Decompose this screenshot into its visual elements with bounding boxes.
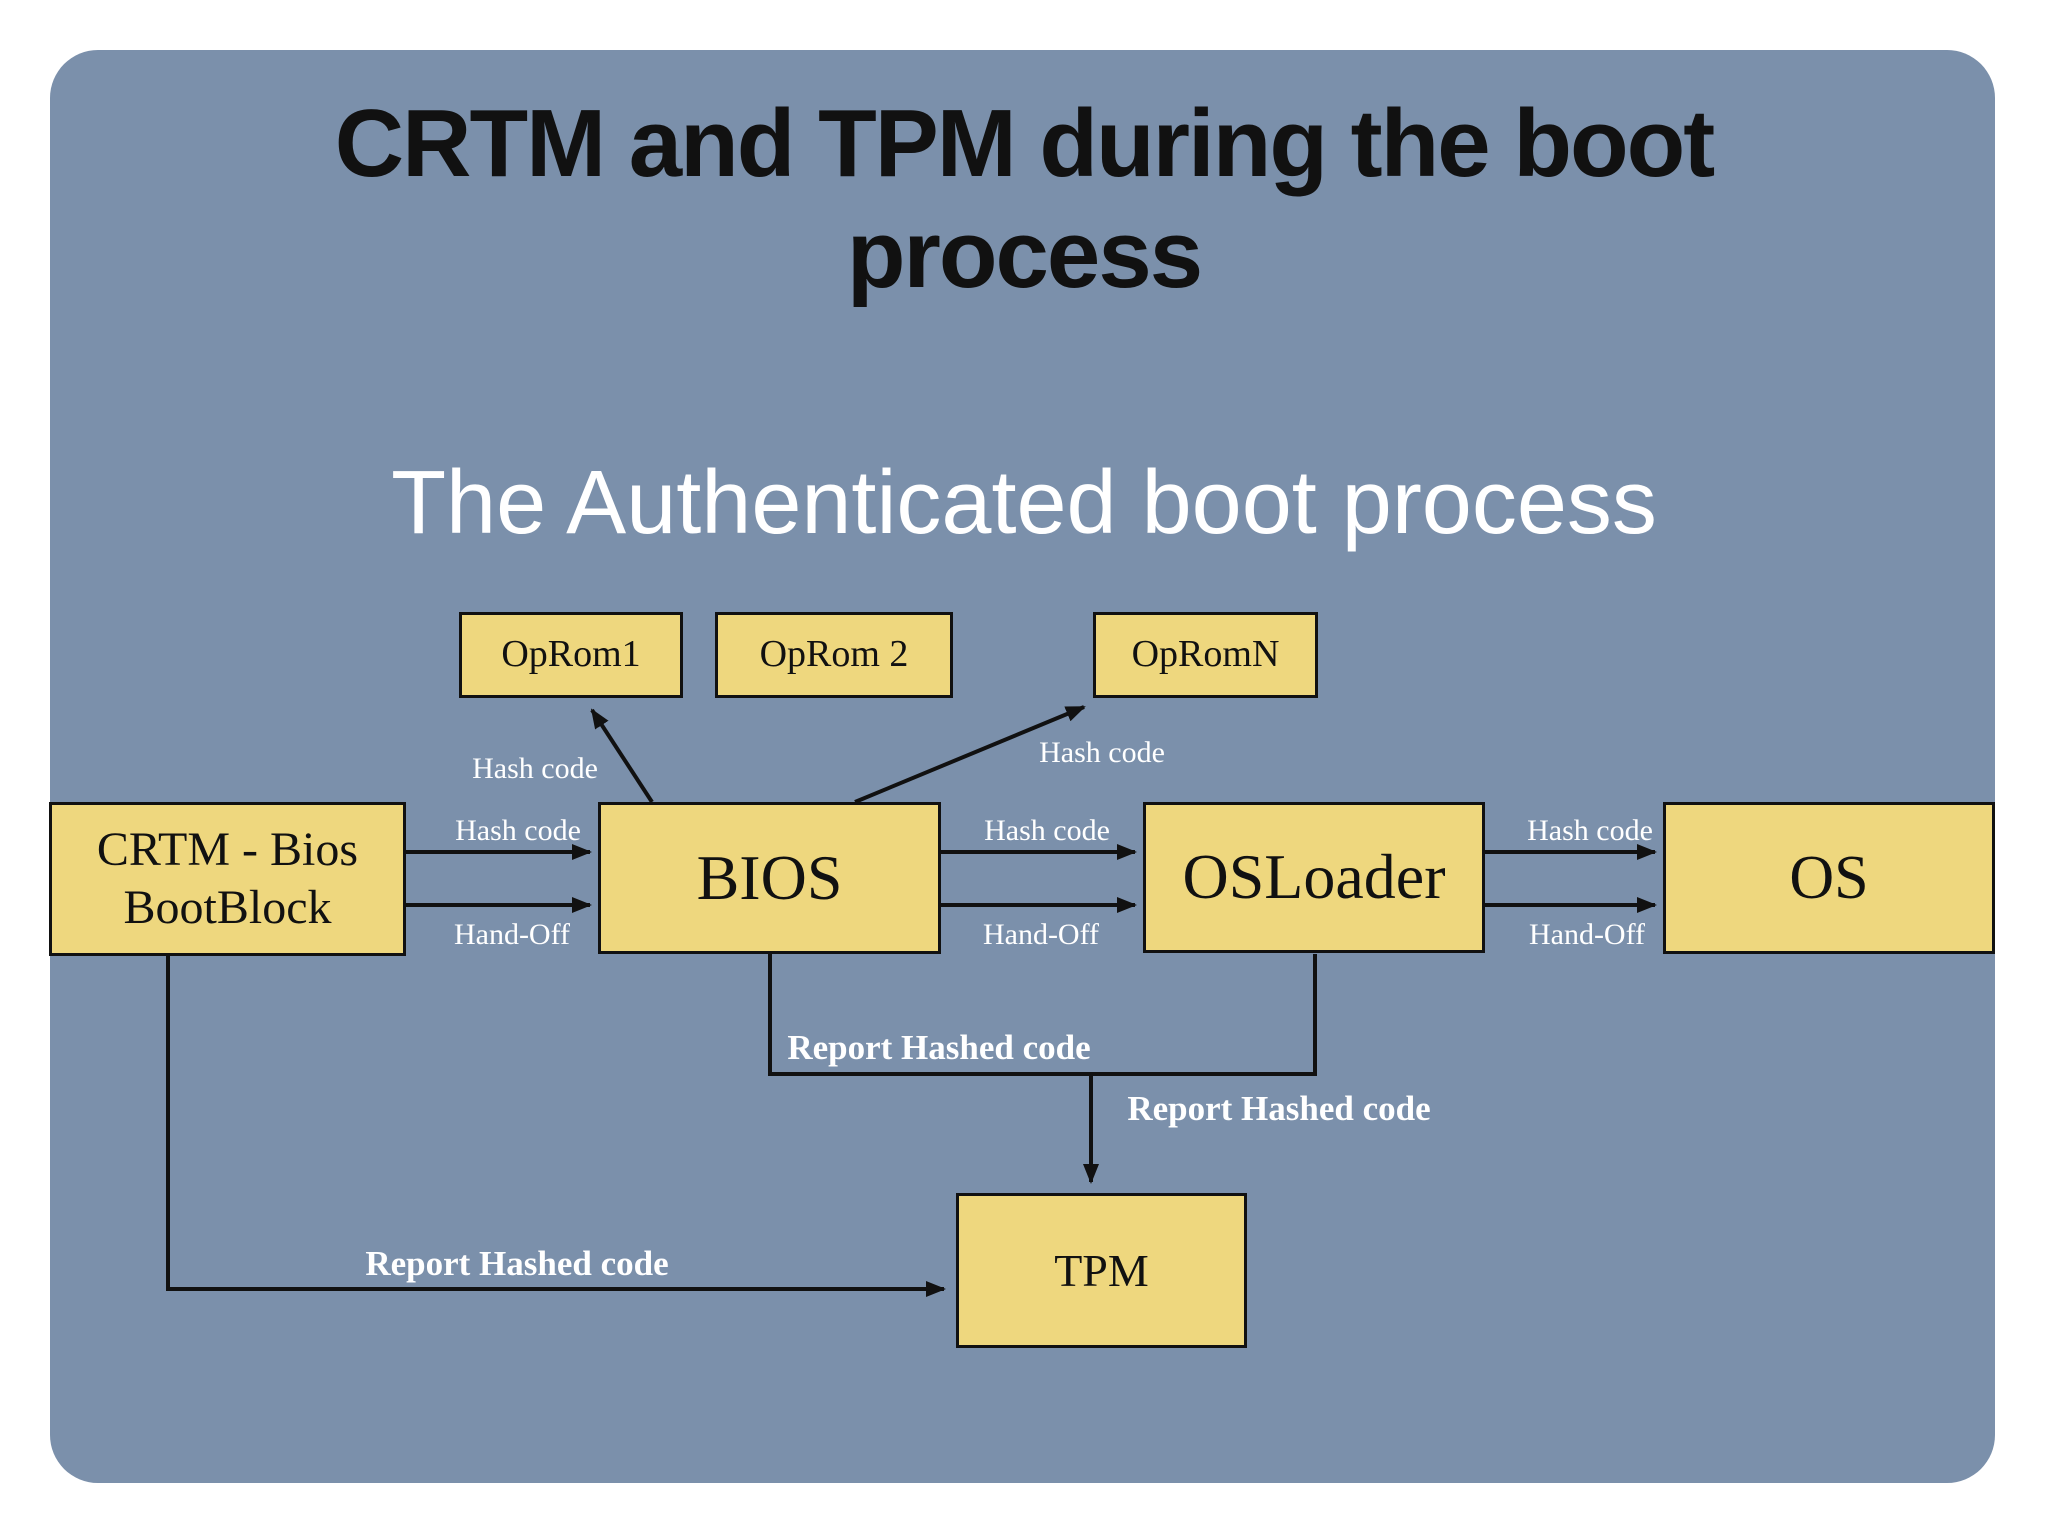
node-opromn: OpRomN xyxy=(1093,612,1318,698)
edge-label-handoff-bios-osloader: Hand-Off xyxy=(982,918,1100,951)
edge-label-hash-bios-oprom1: Hash code xyxy=(472,752,598,785)
slide-title-line1: CRTM and TPM during the boot xyxy=(334,90,1715,197)
node-crtm-label-line2: BootBlock xyxy=(123,881,332,934)
edge-label-hash-crtm-bios: Hash code xyxy=(455,814,581,847)
edge-label-report-crtm-tpm: Report Hashed code xyxy=(365,1244,669,1283)
edge-label-hash-osloader-os: Hash code xyxy=(1527,814,1653,847)
edge-label-report-osloader-tpm: Report Hashed code xyxy=(1127,1089,1431,1128)
node-os: OS xyxy=(1663,802,1995,954)
edge-label-hash-bios-opromn: Hash code xyxy=(1039,736,1165,769)
slide-title-line2: process xyxy=(846,201,1203,309)
slide-title: CRTM and TPM during the boot process xyxy=(0,88,2048,311)
node-bios: BIOS xyxy=(598,802,941,954)
node-oprom2: OpRom 2 xyxy=(715,612,953,698)
node-oprom1: OpRom1 xyxy=(459,612,683,698)
edge-label-handoff-crtm-bios: Hand-Off xyxy=(453,918,571,951)
edge-label-handoff-osloader-os: Hand-Off xyxy=(1528,918,1646,951)
edge-label-report-bios-tpm: Report Hashed code xyxy=(787,1028,1091,1067)
node-tpm: TPM xyxy=(956,1193,1247,1348)
node-crtm-bios-bootblock: CRTM - Bios BootBlock xyxy=(49,802,406,956)
node-osloader: OSLoader xyxy=(1143,802,1485,953)
edge-label-hash-bios-osloader: Hash code xyxy=(984,814,1110,847)
slide-subtitle: The Authenticated boot process xyxy=(391,453,1657,553)
node-crtm-label-line1: CRTM - Bios xyxy=(96,823,359,877)
